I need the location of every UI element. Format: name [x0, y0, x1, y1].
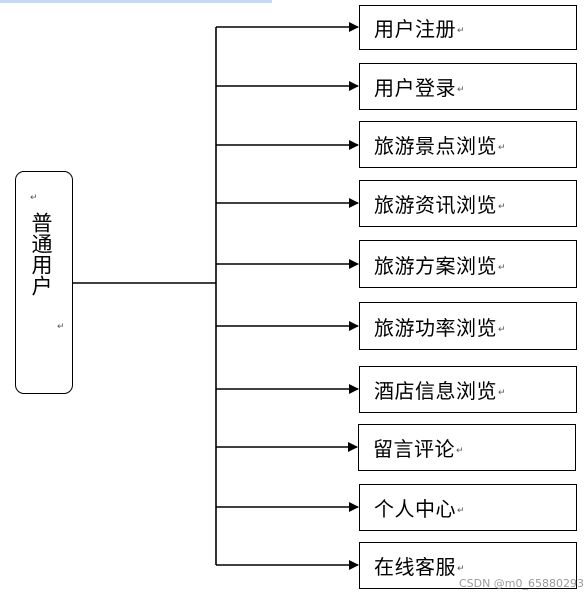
paragraph-mark-icon: ↵ — [30, 193, 38, 203]
function-box-comments: 留言评论 ↵ — [358, 424, 576, 471]
paragraph-mark-icon: ↵ — [456, 446, 464, 456]
function-label: 旅游功率浏览 — [374, 315, 497, 340]
function-box-user-register: 用户注册 ↵ — [359, 5, 577, 50]
function-label: 旅游景点浏览 — [374, 134, 497, 158]
function-label: 在线客服 — [374, 555, 456, 579]
function-box-hotel-info: 酒店信息浏览 ↵ — [359, 366, 577, 413]
function-box-travel-plans: 旅游方案浏览 ↵ — [359, 240, 577, 288]
paragraph-mark-icon: ↵ — [457, 26, 465, 36]
actor-label: 普通用户 — [29, 212, 53, 296]
function-label: 酒店信息浏览 — [374, 379, 497, 403]
function-label: 用户登录 — [374, 76, 456, 100]
paragraph-mark-icon: ↵ — [498, 388, 506, 398]
function-label: 留言评论 — [373, 437, 455, 461]
function-box-personal-center: 个人中心 ↵ — [359, 484, 577, 531]
function-box-travel-news: 旅游资讯浏览 ↵ — [359, 180, 577, 227]
paragraph-mark-icon: ↵ — [57, 322, 65, 332]
paragraph-mark-icon: ↵ — [457, 506, 465, 516]
function-box-user-login: 用户登录 ↵ — [359, 63, 577, 110]
paragraph-mark-icon: ↵ — [457, 564, 465, 574]
function-box-travel-guides: 旅游功率浏览 ↵ — [359, 302, 577, 350]
function-label: 个人中心 — [374, 497, 456, 521]
top-accent-bar — [0, 0, 272, 3]
function-box-scenic-spots: 旅游景点浏览 ↵ — [359, 121, 577, 168]
actor-box: ↵ 普通用户 ↵ — [15, 171, 73, 394]
paragraph-mark-icon: ↵ — [498, 324, 506, 335]
function-label: 旅游资讯浏览 — [374, 193, 497, 217]
function-label: 用户注册 — [374, 17, 456, 41]
paragraph-mark-icon: ↵ — [498, 143, 506, 153]
paragraph-mark-icon: ↵ — [457, 85, 465, 95]
function-box-online-service: 在线客服 ↵ — [359, 542, 577, 589]
paragraph-mark-icon: ↵ — [498, 202, 506, 212]
function-label: 旅游方案浏览 — [374, 253, 497, 278]
paragraph-mark-icon: ↵ — [498, 262, 506, 273]
watermark-text: CSDN @m0_65880293 — [458, 577, 584, 590]
